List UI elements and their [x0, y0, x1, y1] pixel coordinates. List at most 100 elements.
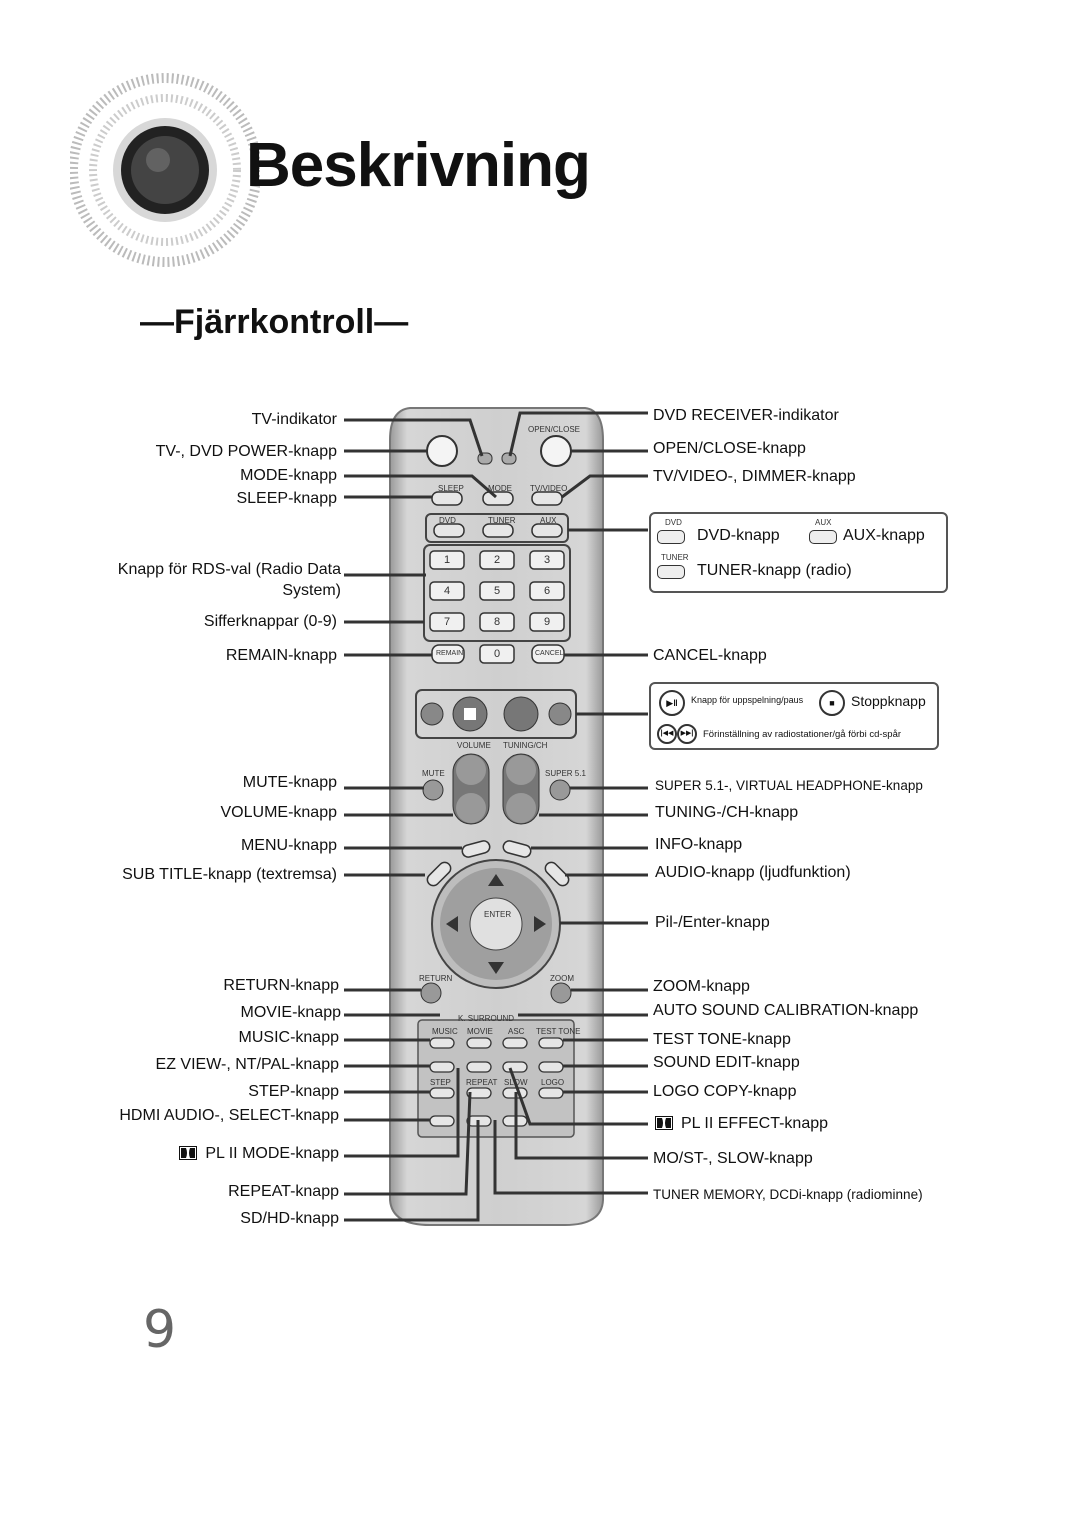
label-return: RETURN-knapp [223, 977, 339, 994]
label-remain: REMAIN-knapp [225, 647, 337, 664]
playback-callout-box: ▶‖ Knapp för uppspelning/paus ■ Stoppkna… [649, 682, 939, 750]
remote-label-slow: SLOW [504, 1078, 528, 1087]
remote-label-logo: LOGO [541, 1078, 565, 1087]
remote-label-surround: K. SURROUND [458, 1014, 515, 1023]
remote-label-tvvideo: TV/VIDEO [530, 484, 568, 493]
label-cancel: CANCEL-knapp [653, 647, 767, 664]
aux-tag: AUX [815, 518, 832, 527]
label-logo-copy: LOGO COPY-knapp [653, 1083, 797, 1100]
tuner-knapp-label: TUNER-knapp (radio) [697, 562, 852, 579]
remote-label-mode: MODE [488, 484, 512, 493]
label-asc: AUTO SOUND CALIBRATION-knapp [653, 1002, 919, 1019]
aux-knapp-label: AUX-knapp [843, 527, 925, 544]
label-most-slow: MO/ST-, SLOW-knapp [653, 1150, 813, 1167]
remote-label-openclose: OPEN/CLOSE [528, 425, 581, 434]
dvd-tag: DVD [665, 518, 682, 527]
remote-label-tuner: TUNER [488, 516, 516, 525]
digit-8: 8 [494, 616, 501, 628]
label-info: INFO-knapp [655, 836, 743, 853]
stop-icon: ■ [819, 690, 845, 716]
remote-label-return: RETURN [419, 974, 453, 983]
remote-label-sleep: SLEEP [438, 484, 464, 493]
label-subtitle: SUB TITLE-knapp (textremsa) [122, 866, 337, 883]
remote-label-dvd: DVD [439, 516, 456, 525]
digit-4: 4 [444, 585, 451, 597]
digit-9: 9 [544, 616, 551, 628]
digit-2: 2 [494, 554, 501, 566]
label-pl2-effect-text: PL II EFFECT-knapp [681, 1115, 829, 1132]
remote-label-mute: MUTE [422, 769, 445, 778]
remote-label-remain: REMAIN [436, 650, 464, 657]
label-audio: AUDIO-knapp (ljudfunktion) [655, 864, 851, 881]
remote-label-aux: AUX [540, 516, 557, 525]
remote-label-super51: SUPER 5.1 [545, 769, 586, 778]
label-zoom: ZOOM-knapp [653, 978, 750, 995]
play-pause-icon: ▶‖ [659, 690, 685, 716]
label-music: MUSIC-knapp [238, 1029, 339, 1046]
label-sleep: SLEEP-knapp [236, 490, 337, 507]
play-pause-label: Knapp för uppspelning/paus [691, 695, 804, 705]
label-rds-1: Knapp för RDS-val (Radio Data [117, 561, 341, 578]
label-step: STEP-knapp [248, 1083, 339, 1100]
remote-label-music: MUSIC [432, 1027, 458, 1036]
label-tvvideo-dimmer: TV/VIDEO-, DIMMER-knapp [653, 468, 856, 485]
label-menu: MENU-knapp [240, 837, 337, 854]
label-pl2-mode: PL II MODE-knapp [179, 1145, 339, 1163]
remote-label-step: STEP [430, 1078, 451, 1087]
digit-5: 5 [494, 585, 501, 597]
label-super51: SUPER 5.1-, VIRTUAL HEADPHONE-knapp [655, 778, 923, 793]
dolby-icon [179, 1146, 198, 1160]
label-tv-dvd-power: TV-, DVD POWER-knapp [155, 443, 337, 460]
source-callout-box: DVD DVD-knapp AUX AUX-knapp TUNER TUNER-… [649, 512, 948, 593]
label-volume: VOLUME-knapp [220, 804, 338, 821]
label-test-tone: TEST TONE-knapp [653, 1031, 791, 1048]
digit-0: 0 [494, 648, 501, 660]
label-dvd-receiver: DVD RECEIVER-indikator [653, 407, 839, 424]
label-movie: MOVIE-knapp [240, 1004, 341, 1021]
dvd-knapp-label: DVD-knapp [697, 527, 780, 544]
remote-label-cancel: CANCEL [535, 650, 564, 657]
skip-forward-icon: ▶▶| [677, 724, 697, 744]
remote-label-zoom: ZOOM [550, 974, 574, 983]
tuner-button-icon [657, 565, 685, 579]
page-title: Beskrivning [246, 131, 591, 200]
label-tv-indikator: TV-indikator [251, 411, 337, 428]
remote-label-volume: VOLUME [457, 741, 491, 750]
digit-6: 6 [544, 585, 551, 597]
stop-label: Stoppknapp [851, 693, 926, 709]
remote-label-repeat: REPEAT [466, 1078, 498, 1087]
dolby-icon [655, 1116, 673, 1130]
skip-back-icon: |◀◀ [657, 724, 677, 744]
label-repeat: REPEAT-knapp [228, 1183, 339, 1200]
digit-3: 3 [544, 554, 551, 566]
label-tuner-memory: TUNER MEMORY, DCDi-knapp (radiominne) [653, 1187, 923, 1202]
label-hdmi-audio: HDMI AUDIO-, SELECT-knapp [119, 1107, 339, 1124]
section-title: —Fjärrkontroll— [140, 303, 409, 341]
label-ezview: EZ VIEW-, NT/PAL-knapp [155, 1056, 339, 1073]
label-mute: MUTE-knapp [242, 774, 337, 791]
label-openclose: OPEN/CLOSE-knapp [653, 440, 806, 457]
remote-label-tuningch: TUNING/CH [503, 741, 548, 750]
dvd-button-icon [657, 530, 685, 544]
aux-button-icon [809, 530, 837, 544]
digit-7: 7 [444, 616, 451, 628]
label-tuning-ch: TUNING-/CH-knapp [655, 804, 799, 821]
label-pl2-mode-text: PL II MODE-knapp [205, 1145, 339, 1162]
label-sdhd: SD/HD-knapp [240, 1210, 339, 1227]
remote-label-movie: MOVIE [467, 1027, 493, 1036]
label-pil-enter: Pil-/Enter-knapp [655, 914, 770, 931]
tuner-tag: TUNER [661, 553, 689, 562]
remote-label-enter: ENTER [484, 910, 512, 919]
label-pl2-effect: PL II EFFECT-knapp [655, 1115, 828, 1133]
label-mode: MODE-knapp [240, 467, 337, 484]
remote-label-testtone: TEST TONE [536, 1027, 581, 1036]
remote-label-asc: ASC [508, 1027, 525, 1036]
label-rds-2: System) [282, 582, 341, 599]
label-digits: Sifferknappar (0-9) [203, 613, 337, 630]
page-number: 9 [143, 1300, 177, 1360]
skip-label: Förinställning av radiostationer/gå förb… [703, 729, 902, 740]
digit-1: 1 [444, 554, 451, 566]
label-sound-edit: SOUND EDIT-knapp [653, 1054, 800, 1071]
speaker-graphic [70, 73, 260, 267]
